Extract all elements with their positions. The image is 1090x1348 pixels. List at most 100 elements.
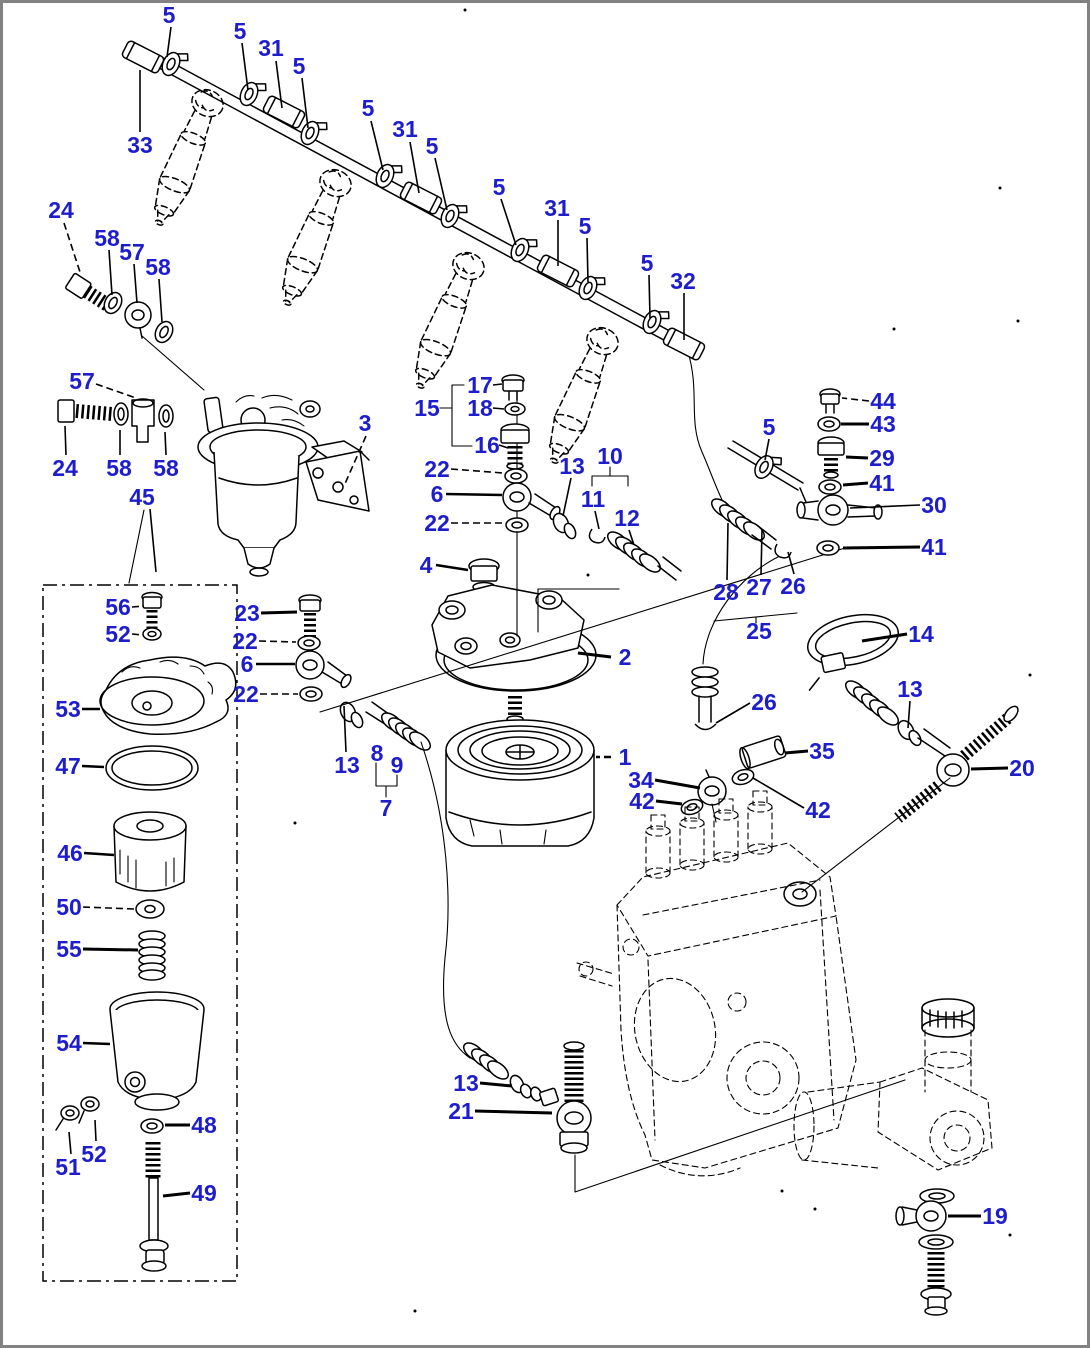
callout-leader-3	[343, 435, 367, 487]
group-brackets	[375, 384, 798, 798]
part-number-11: 11	[581, 486, 606, 512]
part-number-41: 41	[869, 470, 895, 496]
inlet-joint-21	[459, 1038, 906, 1193]
part-number-26: 26	[751, 689, 777, 715]
part-number-5: 5	[293, 53, 306, 79]
part-number-23: 23	[234, 600, 260, 626]
callout-leader-58	[108, 249, 113, 296]
callout-leader-2	[577, 651, 612, 659]
part-number-13: 13	[334, 752, 360, 778]
callout-leader-27	[760, 529, 763, 576]
callout-leader-28	[726, 522, 729, 581]
part-number-22: 22	[233, 681, 259, 707]
callout-leader-44	[841, 397, 870, 402]
callout-leader-13	[343, 705, 347, 753]
callout-leader-5	[648, 274, 651, 319]
callout-leaders	[63, 26, 1009, 1218]
part-number-57: 57	[69, 368, 95, 394]
part-number-5: 5	[163, 2, 176, 28]
part-number-58: 58	[145, 254, 171, 280]
part-number-43: 43	[870, 411, 896, 437]
callout-leader-5	[166, 26, 172, 58]
callout-leader-30	[849, 504, 921, 509]
detail-box-pointer	[128, 509, 145, 584]
part-number-20: 20	[1009, 755, 1035, 781]
callout-leader-13	[907, 700, 911, 729]
part-number-17: 17	[467, 372, 493, 398]
callout-leader-22	[450, 468, 504, 474]
part-number-6: 6	[431, 481, 444, 507]
callout-leader-5	[586, 237, 589, 283]
callout-leader-13	[479, 1081, 513, 1088]
part-number-53: 53	[55, 696, 81, 722]
callout-leader-18	[492, 407, 505, 410]
part-number-34: 34	[628, 767, 654, 793]
callout-leader-20	[970, 766, 1009, 771]
callout-leader-5	[500, 198, 517, 246]
part-number-42: 42	[805, 797, 831, 823]
part-number-35: 35	[809, 738, 835, 764]
part-number-13: 13	[897, 676, 923, 702]
callout-leader-57	[133, 263, 138, 304]
part-number-24: 24	[52, 455, 78, 481]
callout-leader-31	[409, 141, 420, 194]
bracket-25	[713, 612, 798, 624]
callout-leader-5	[434, 157, 448, 211]
part-number-18: 18	[467, 395, 493, 421]
callout-leader-6	[445, 492, 503, 497]
callout-leader-41	[842, 481, 869, 487]
part-number-44: 44	[870, 388, 896, 414]
part-number-14: 14	[908, 621, 934, 647]
part-number-22: 22	[232, 628, 258, 654]
callout-leader-42	[655, 799, 683, 806]
part-number-12: 12	[614, 505, 640, 531]
callout-leader-24	[63, 222, 81, 273]
callout-leader-46	[83, 851, 115, 857]
inlet-fitting-cluster-upper	[65, 272, 205, 391]
speckles	[293, 8, 1032, 1313]
injection-pump	[576, 790, 857, 1177]
part-number-58: 58	[106, 455, 132, 481]
callout-leader-45	[149, 508, 157, 573]
mounting-bracket-3	[305, 440, 370, 512]
callout-leader-34	[654, 778, 701, 790]
callout-leader-42	[752, 777, 805, 809]
callout-leader-35	[784, 749, 809, 755]
part-number-24: 24	[48, 197, 74, 223]
feed-pump	[793, 998, 993, 1316]
bracket-15	[439, 384, 473, 447]
right-fitting-column	[796, 388, 883, 556]
part-number-55: 55	[56, 936, 82, 962]
part-number-13: 13	[559, 453, 585, 479]
part-number-54: 54	[56, 1030, 82, 1056]
part-number-49: 49	[191, 1180, 217, 1206]
callout-leader-5	[241, 42, 249, 91]
part-number-5: 5	[234, 18, 247, 44]
part-number-10: 10	[597, 443, 623, 469]
part-number-16: 16	[474, 432, 500, 458]
part-number-15: 15	[414, 395, 440, 421]
callout-leader-5	[370, 120, 384, 171]
callout-leader-29	[845, 455, 869, 460]
part-number-31: 31	[392, 116, 418, 142]
part-number-50: 50	[56, 894, 82, 920]
callout-leader-57	[95, 383, 137, 399]
detail-box	[42, 509, 238, 1282]
part-number-48: 48	[191, 1112, 217, 1138]
part-number-58: 58	[153, 455, 179, 481]
part-number-56: 56	[105, 594, 131, 620]
overflow-fitting-column	[500, 374, 561, 533]
hose-clamp-band	[806, 613, 900, 691]
part-number-45: 45	[129, 484, 155, 510]
part-number-31: 31	[544, 195, 570, 221]
callout-leader-52	[94, 1119, 97, 1142]
part-number-5: 5	[579, 213, 592, 239]
callout-leader-24	[64, 425, 67, 456]
part-number-30: 30	[921, 492, 947, 518]
part-number-58: 58	[94, 225, 120, 251]
callout-leader-4	[435, 563, 469, 572]
callout-leader-51	[68, 1131, 72, 1155]
bracket-7	[375, 762, 398, 798]
part-number-3: 3	[359, 410, 372, 436]
